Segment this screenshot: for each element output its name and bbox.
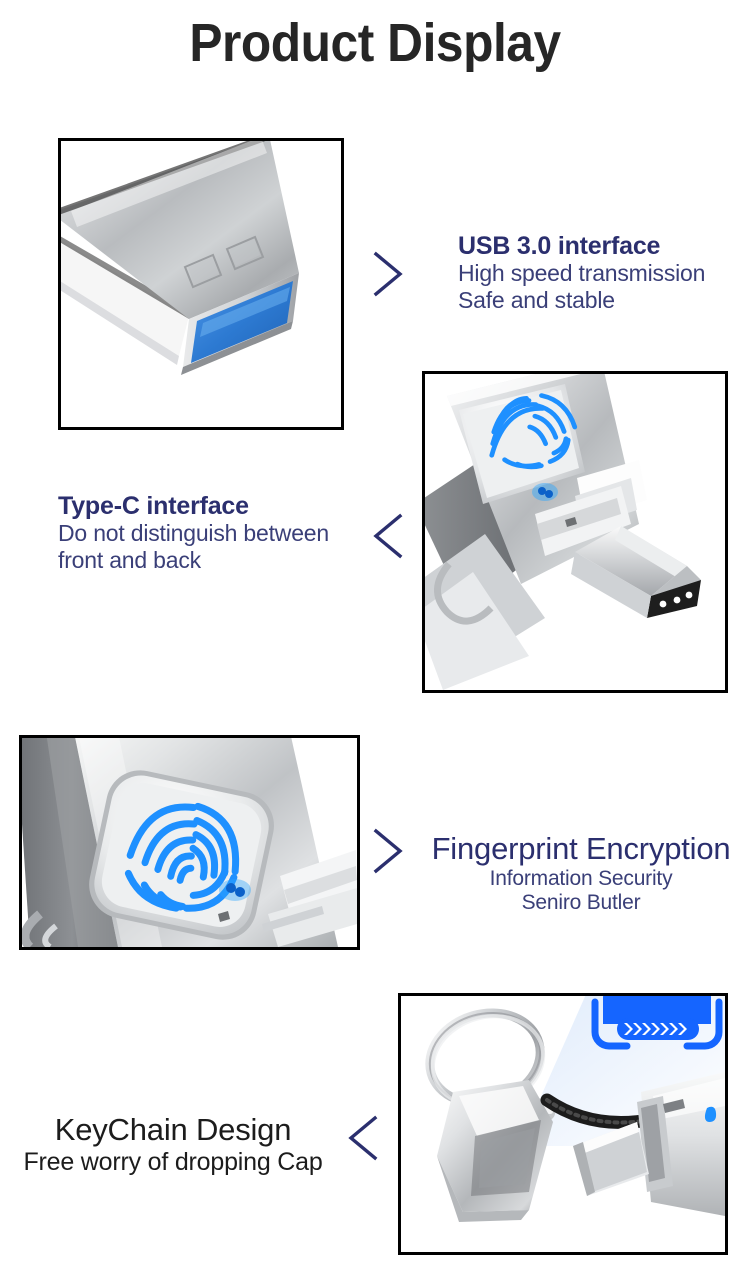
feature-heading-typec: Type-C interface (58, 492, 249, 520)
chevron-right-icon (370, 248, 410, 300)
chevron-left-icon (343, 1112, 383, 1164)
feature-line-typec-2: front and back (58, 546, 201, 573)
feature-line-usb3-1: High speed transmission (458, 260, 706, 286)
usb-a-connector-photo (61, 141, 341, 427)
feature-text-typec: Type-C interface Do not distinguish betw… (58, 492, 378, 574)
type-c-connector-photo (425, 374, 725, 690)
feature-line-fingerprint-2: Seniro Butler (521, 891, 641, 915)
product-photo-frame-fingerprint (19, 735, 360, 950)
feature-line-keychain-1: Free worry of dropping Cap (23, 1147, 323, 1176)
keychain-cap-photo (401, 996, 725, 1252)
chevron-left-icon (368, 510, 408, 562)
page-title: Product Display (189, 13, 561, 73)
feature-text-keychain: KeyChain Design Free worry of dropping C… (8, 1112, 338, 1177)
feature-line-typec-1: Do not distinguish between (58, 520, 329, 546)
fingerprint-sensor-photo (22, 738, 357, 947)
product-photo-frame-keychain (398, 993, 728, 1255)
feature-heading-fingerprint: Fingerprint Encryption (431, 831, 731, 866)
feature-text-usb3: USB 3.0 interface High speed transmissio… (458, 232, 750, 314)
feature-line-usb3-2: Safe and stable (458, 286, 615, 313)
feature-heading-usb3: USB 3.0 interface (458, 232, 661, 260)
feature-text-fingerprint: Fingerprint Encryption Information Secur… (412, 831, 750, 916)
product-photo-frame-typec (422, 371, 728, 693)
product-photo-frame-usb3 (58, 138, 344, 430)
feature-line-fingerprint-1: Information Security (489, 866, 673, 890)
chevron-right-icon (370, 825, 410, 877)
feature-heading-keychain: KeyChain Design (54, 1112, 292, 1147)
